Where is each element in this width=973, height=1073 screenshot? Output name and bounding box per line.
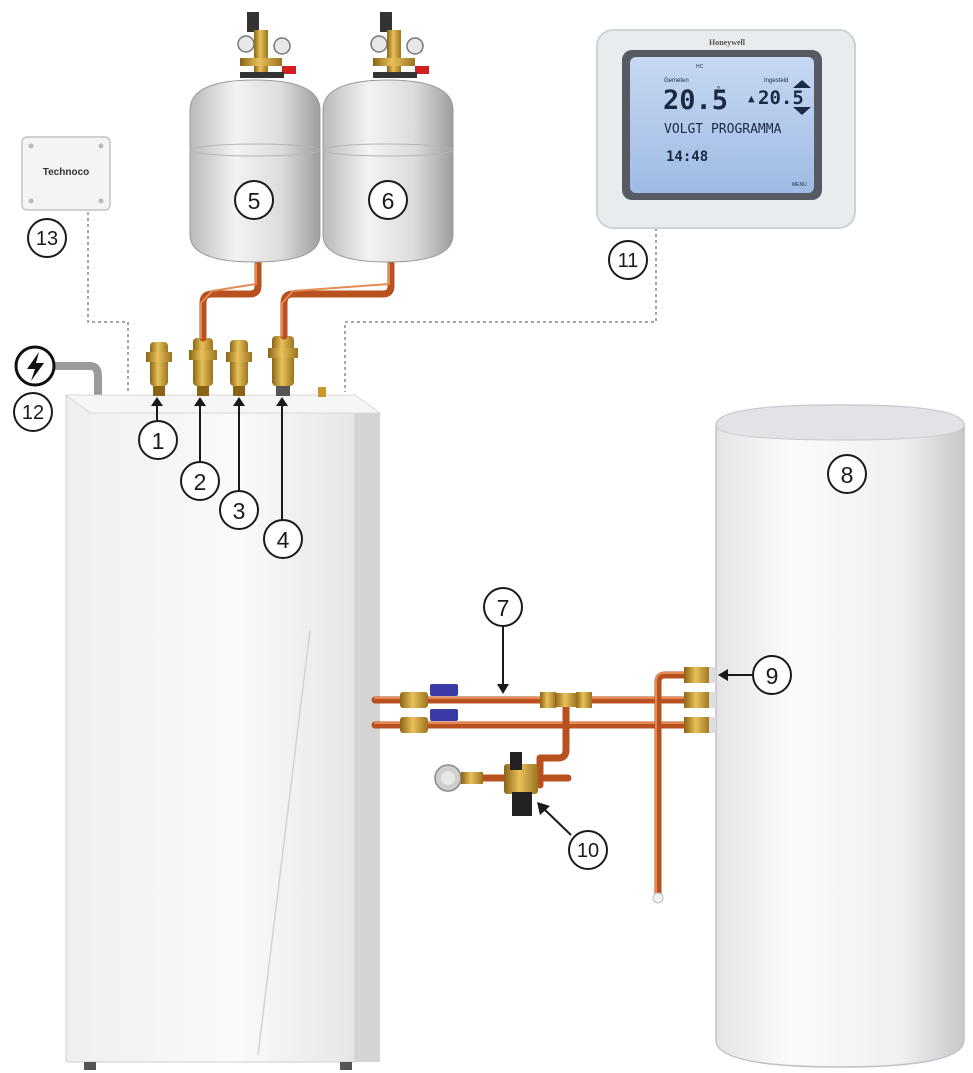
callout-1: 1: [138, 420, 178, 460]
hot-water-boiler: [715, 404, 965, 1068]
pipe-tank-5: [199, 258, 262, 342]
callout-2: 2: [180, 461, 220, 501]
arrow-9: [718, 669, 753, 681]
power-cable: [50, 362, 102, 400]
callout-12-label: 12: [22, 402, 44, 424]
sensor-box: Technoco: [21, 136, 111, 211]
arrow-4: [276, 397, 288, 520]
callout-12: 12: [13, 392, 53, 432]
top-fitting-4: [268, 336, 298, 396]
arrow-1: [151, 397, 163, 420]
expansion-tank-6: [322, 12, 454, 263]
expansion-tank-5: [189, 12, 321, 263]
callout-7-label: 7: [497, 595, 510, 621]
thermostat-status: VOLGT PROGRAMMA: [664, 122, 782, 137]
callout-6: 6: [368, 180, 408, 220]
pipe-tank-6: [280, 258, 395, 340]
thermostat-left-caption: Gemeten: [664, 78, 689, 84]
callout-1-label: 1: [152, 428, 165, 454]
callout-6-label: 6: [382, 188, 395, 214]
callout-9-label: 9: [766, 663, 779, 689]
power-symbol: [14, 345, 56, 387]
thermostat-right-caption: Ingesteld: [764, 78, 788, 84]
svg-text:°: °: [716, 85, 721, 94]
arrow-2: [194, 397, 206, 463]
callout-11: 11: [608, 240, 648, 280]
indoor-unit: [64, 387, 382, 1070]
thermostat-time: 14:48: [666, 149, 708, 165]
svg-text:▲: ▲: [748, 92, 755, 105]
callout-10-label: 10: [577, 840, 599, 862]
arrow-3: [233, 397, 245, 492]
callout-3-label: 3: [233, 498, 246, 524]
thermostat-corner-tiny: MENU: [792, 182, 807, 188]
thermostat-down-arrow-icon[interactable]: [793, 107, 811, 115]
callout-11-label: 11: [618, 250, 639, 272]
thermostat-up-arrow-icon[interactable]: [793, 80, 811, 88]
callout-13-label: 13: [36, 228, 58, 250]
top-fitting-1: [146, 342, 172, 396]
top-fitting-2: [189, 338, 217, 396]
callout-5: 5: [234, 180, 274, 220]
callout-8: 8: [827, 454, 867, 494]
lightning-bolt-icon: [27, 352, 44, 381]
pipe-fittings: [400, 667, 716, 733]
arrow-7: [497, 627, 509, 694]
callout-3: 3: [219, 490, 259, 530]
callout-7: 7: [483, 587, 523, 627]
arrow-10: [537, 802, 572, 836]
thermostat-top-tiny: HC: [696, 64, 704, 70]
thermostat-wire: [344, 222, 657, 392]
callout-8-label: 8: [841, 462, 854, 488]
callout-2-label: 2: [194, 469, 207, 495]
sensor-brand-label: Technoco: [43, 167, 89, 178]
callout-4: 4: [263, 519, 303, 559]
top-fitting-3: [226, 340, 252, 396]
thermostat-current-temp: 20.5: [663, 85, 728, 116]
safety-group: [434, 752, 538, 816]
callout-5-label: 5: [248, 188, 261, 214]
thermostat-setpoint-temp: 20.5: [758, 87, 804, 109]
callout-9: 9: [752, 655, 792, 695]
thermostat-brand: Honeywell: [709, 38, 746, 47]
callout-10: 10: [568, 830, 608, 870]
callout-4-label: 4: [277, 527, 290, 553]
callout-13: 13: [27, 218, 67, 258]
thermostat: Honeywell HC Gemeten Ingesteld 20.5 ° ▲ …: [596, 29, 856, 229]
sensor-wire: [87, 212, 129, 392]
